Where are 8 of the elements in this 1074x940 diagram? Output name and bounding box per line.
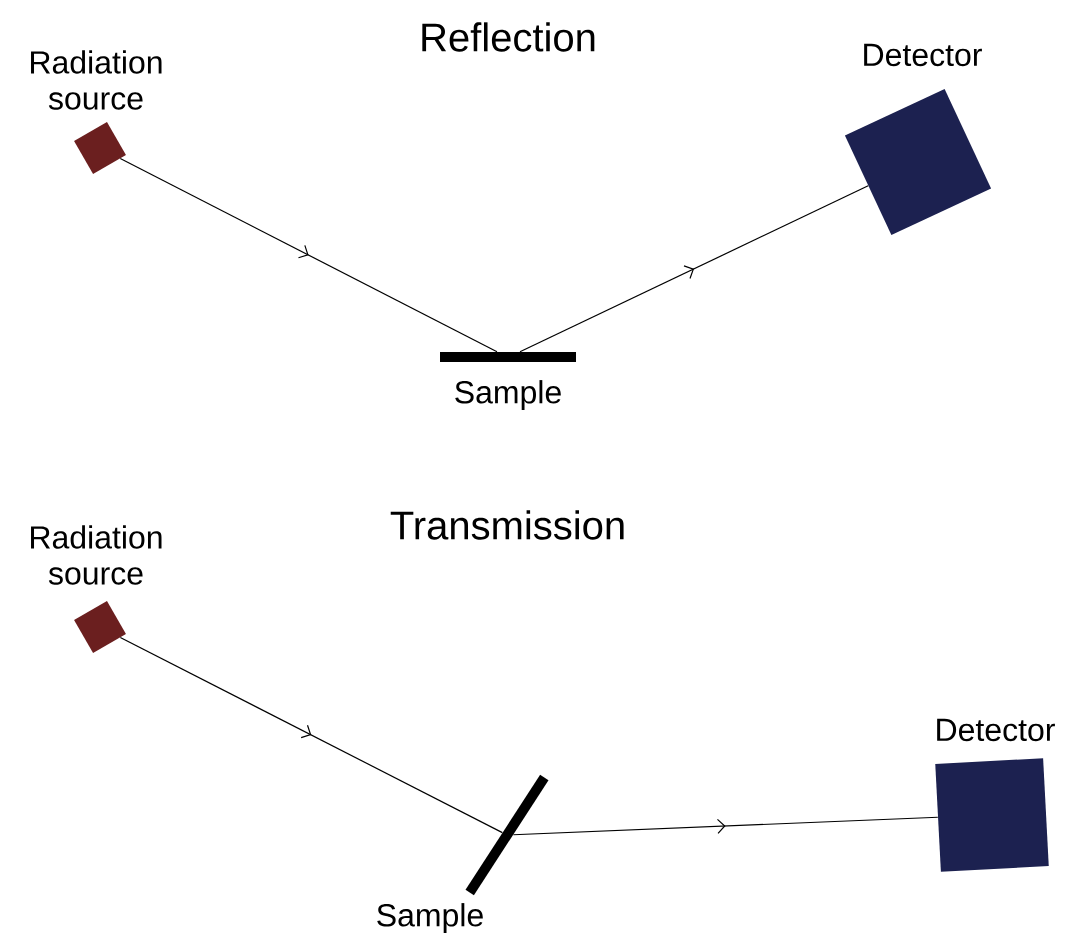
radiation-source-label: Radiation source: [31, 525, 162, 585]
sample-label: Sample: [455, 380, 561, 410]
radiation-source-label: Radiation source: [31, 50, 162, 110]
detector-label: Detector: [864, 43, 982, 67]
panel-title: Reflection: [422, 22, 595, 52]
detector-label: Detector: [937, 718, 1055, 742]
sample-label: Sample: [377, 903, 483, 933]
panel-title: Transmission: [390, 510, 624, 540]
